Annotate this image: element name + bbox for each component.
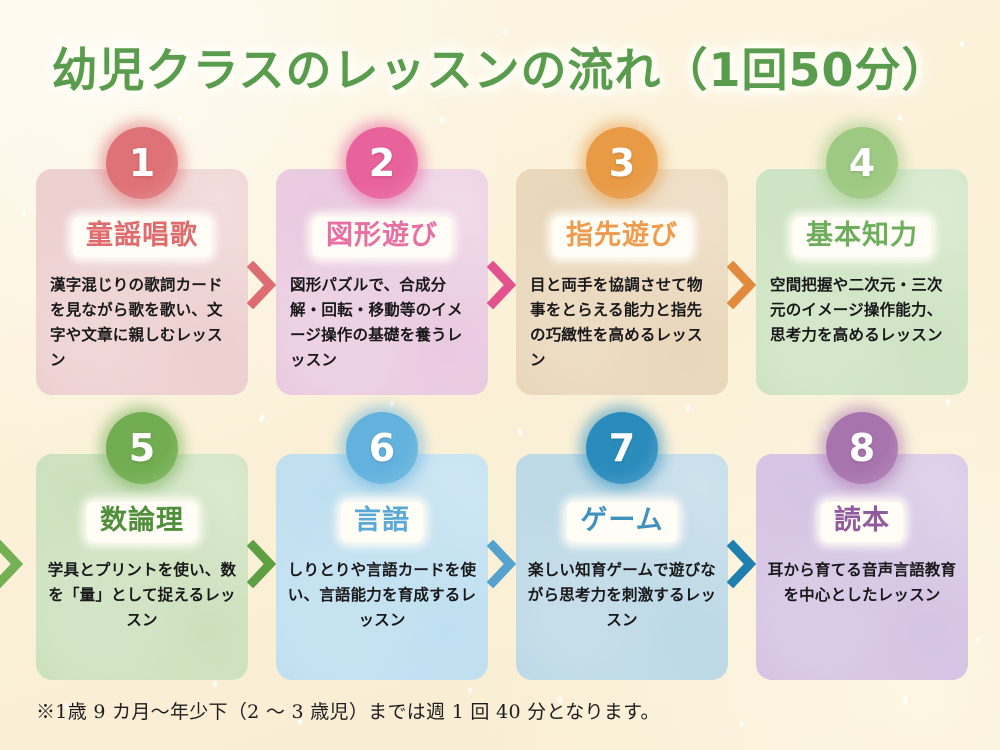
step-number-2: 2 bbox=[368, 141, 396, 185]
card-background-7 bbox=[516, 454, 728, 680]
step-body-2: 図形パズルで、合成分解・回転・移動等のイメージ操作の基礎を養うレッスン bbox=[290, 276, 463, 370]
step-heading-wrap-4: 基本知力 bbox=[756, 217, 968, 257]
page-title-wrap: 幼児クラスのレッスンの流れ（1回50分） bbox=[0, 34, 1000, 100]
step-heading-5: 数論理 bbox=[87, 502, 197, 542]
steps-row-1: 1 童謡唱歌 漢字混じりの歌詞カードを見ながら歌を歌い、文字や文章に親しむレッス… bbox=[0, 127, 1000, 405]
step-badge-7: 7 bbox=[586, 412, 658, 484]
step-heading-wrap-7: ゲーム bbox=[516, 502, 728, 542]
arrow-5-to-6-icon bbox=[247, 540, 277, 588]
card-background-5 bbox=[36, 454, 248, 680]
step-number-7: 7 bbox=[608, 426, 636, 470]
step-heading-wrap-6: 言語 bbox=[276, 502, 488, 542]
step-number-1: 1 bbox=[128, 141, 156, 185]
step-badge-8: 8 bbox=[826, 412, 898, 484]
card-background-3 bbox=[516, 169, 728, 395]
step-badge-6: 6 bbox=[346, 412, 418, 484]
arrow-4-to-5-icon bbox=[0, 540, 24, 588]
step-body-7: 楽しい知育ゲームで遊びながら思考力を刺激するレッスン bbox=[527, 561, 717, 630]
step-number-8: 8 bbox=[848, 426, 876, 470]
card-background-8 bbox=[756, 454, 968, 680]
step-heading-6: 言語 bbox=[341, 502, 423, 542]
arrow-7-to-8-icon bbox=[727, 540, 757, 588]
footnote: ※1歳 9 カ月〜年少下（2 〜 3 歳児）までは週 1 回 40 分となります… bbox=[36, 701, 660, 723]
arrow-1-to-2-icon bbox=[247, 261, 277, 309]
step-card-3[interactable]: 3 指先遊び 目と両手を協調させて物事をとらえる能力と指先の巧緻性を高めるレッス… bbox=[516, 127, 728, 395]
step-number-3: 3 bbox=[608, 141, 636, 185]
step-heading-1: 童謡唱歌 bbox=[73, 217, 211, 257]
step-heading-2: 図形遊び bbox=[313, 217, 451, 257]
card-background-2 bbox=[276, 169, 488, 395]
step-badge-1: 1 bbox=[106, 127, 178, 199]
step-number-4: 4 bbox=[848, 141, 876, 185]
step-badge-4: 4 bbox=[826, 127, 898, 199]
step-card-2[interactable]: 2 図形遊び 図形パズルで、合成分解・回転・移動等のイメージ操作の基礎を養うレッ… bbox=[276, 127, 488, 395]
card-background-1 bbox=[36, 169, 248, 395]
step-body-1: 漢字混じりの歌詞カードを見ながら歌を歌い、文字や文章に親しむレッスン bbox=[50, 276, 223, 370]
arrow-2-to-3-icon bbox=[487, 261, 517, 309]
step-heading-wrap-2: 図形遊び bbox=[276, 217, 488, 257]
step-number-6: 6 bbox=[368, 426, 396, 470]
steps-row-2: 5 数論理 学具とプリントを使い、数を「量」として捉えるレッスン 6 言語 しり… bbox=[0, 412, 1000, 690]
step-body-4: 空間把握や二次元・三次元のイメージ操作能力、思考力を高めるレッスン bbox=[770, 276, 943, 345]
step-heading-wrap-8: 読本 bbox=[756, 502, 968, 542]
arrow-3-to-4-icon bbox=[727, 261, 757, 309]
step-heading-wrap-1: 童謡唱歌 bbox=[36, 217, 248, 257]
step-badge-3: 3 bbox=[586, 127, 658, 199]
card-background-6 bbox=[276, 454, 488, 680]
step-badge-5: 5 bbox=[106, 412, 178, 484]
step-card-8[interactable]: 8 読本 耳から育てる音声言語教育を中心としたレッスン bbox=[756, 412, 968, 680]
step-heading-8: 読本 bbox=[821, 502, 903, 542]
step-badge-2: 2 bbox=[346, 127, 418, 199]
step-body-3: 目と両手を協調させて物事をとらえる能力と指先の巧緻性を高めるレッスン bbox=[530, 276, 703, 370]
step-number-5: 5 bbox=[128, 426, 156, 470]
step-body-8: 耳から育てる音声言語教育を中心としたレッスン bbox=[767, 561, 957, 605]
step-heading-7: ゲーム bbox=[567, 502, 677, 542]
page-title: 幼児クラスのレッスンの流れ（1回50分） bbox=[51, 43, 949, 97]
step-card-7[interactable]: 7 ゲーム 楽しい知育ゲームで遊びながら思考力を刺激するレッスン bbox=[516, 412, 728, 680]
step-card-5[interactable]: 5 数論理 学具とプリントを使い、数を「量」として捉えるレッスン bbox=[36, 412, 248, 680]
step-heading-wrap-5: 数論理 bbox=[36, 502, 248, 542]
step-card-1[interactable]: 1 童謡唱歌 漢字混じりの歌詞カードを見ながら歌を歌い、文字や文章に親しむレッス… bbox=[36, 127, 248, 395]
step-card-4[interactable]: 4 基本知力 空間把握や二次元・三次元のイメージ操作能力、思考力を高めるレッスン bbox=[756, 127, 968, 395]
step-body-6: しりとりや言語カードを使い、言語能力を育成するレッスン bbox=[287, 561, 477, 630]
step-heading-3: 指先遊び bbox=[553, 217, 691, 257]
step-heading-wrap-3: 指先遊び bbox=[516, 217, 728, 257]
arrow-6-to-7-icon bbox=[487, 540, 517, 588]
step-body-5: 学具とプリントを使い、数を「量」として捉えるレッスン bbox=[47, 561, 237, 630]
step-card-6[interactable]: 6 言語 しりとりや言語カードを使い、言語能力を育成するレッスン bbox=[276, 412, 488, 680]
card-background-4 bbox=[756, 169, 968, 395]
step-heading-4: 基本知力 bbox=[793, 217, 931, 257]
